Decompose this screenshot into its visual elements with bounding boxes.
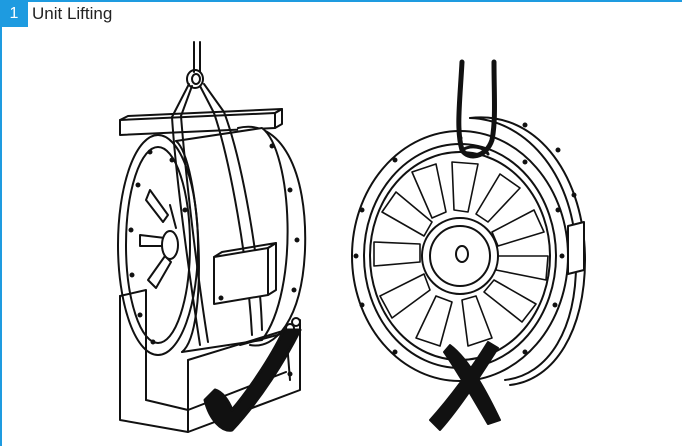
cross-icon [429,341,501,431]
section-title: Unit Lifting [32,4,113,23]
section-number: 1 [0,0,28,27]
incorrect-lifting-fan [351,59,586,386]
check-icon [203,328,302,432]
correct-lifting-fan [117,41,307,433]
section-top-rule [0,0,682,2]
section-left-rule [0,0,2,446]
